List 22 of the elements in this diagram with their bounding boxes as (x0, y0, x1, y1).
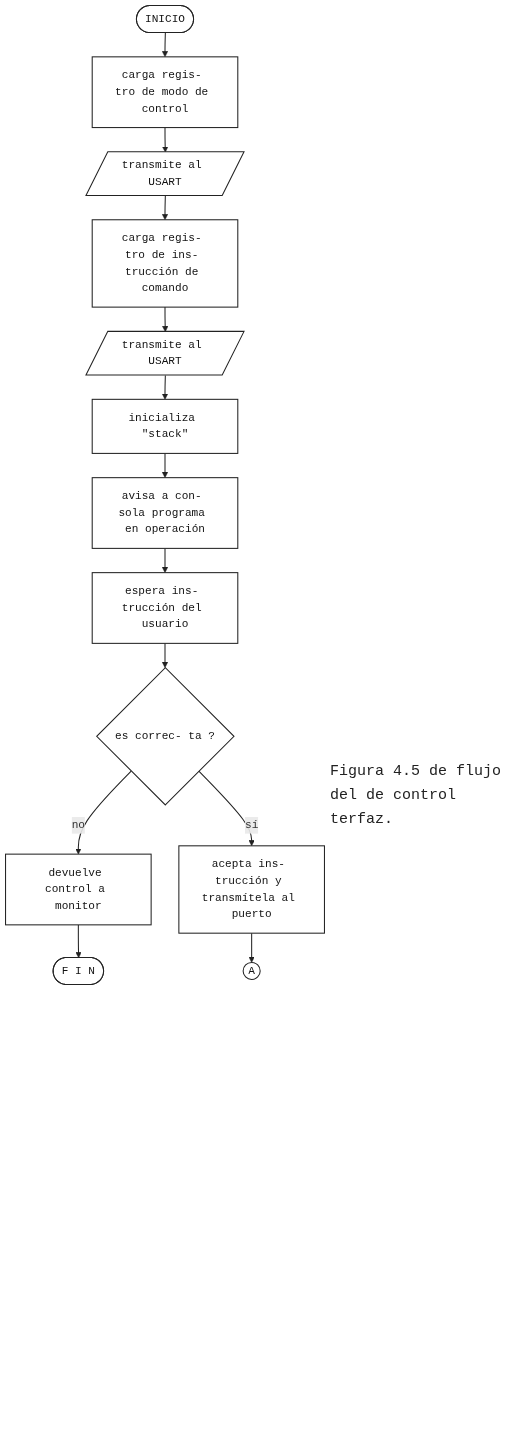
node-box: avisa a con- sola programa en operación (91, 477, 239, 549)
edge-label: sí (245, 819, 259, 832)
arrow (75, 770, 132, 855)
node-box: carga regis- tro de modo de control (91, 56, 239, 129)
arrow (248, 932, 255, 963)
figure-caption: Figura 4.5 de flujo del de control terfaz. (330, 762, 503, 830)
node-box: inicializa "stack" (91, 398, 239, 454)
node-box: carga regis- tro de ins- trucción de comando (91, 219, 239, 308)
arrow (161, 452, 169, 478)
arrow (161, 547, 169, 573)
arrow (198, 770, 255, 847)
arrow (162, 306, 169, 332)
arrow (161, 642, 169, 668)
node-circle: A (242, 961, 261, 980)
arrow (161, 32, 169, 58)
node-diamond: es correc- ta ? (95, 666, 235, 806)
node-box: espera ins- trucción del usuario (91, 572, 239, 644)
node-box: devuelve control a monitor (5, 853, 152, 926)
arrow (75, 924, 82, 959)
node-box: acepta ins- trucción y transmítela al puerto (178, 845, 325, 934)
edge-label: no (71, 819, 85, 832)
arrow (161, 195, 169, 221)
